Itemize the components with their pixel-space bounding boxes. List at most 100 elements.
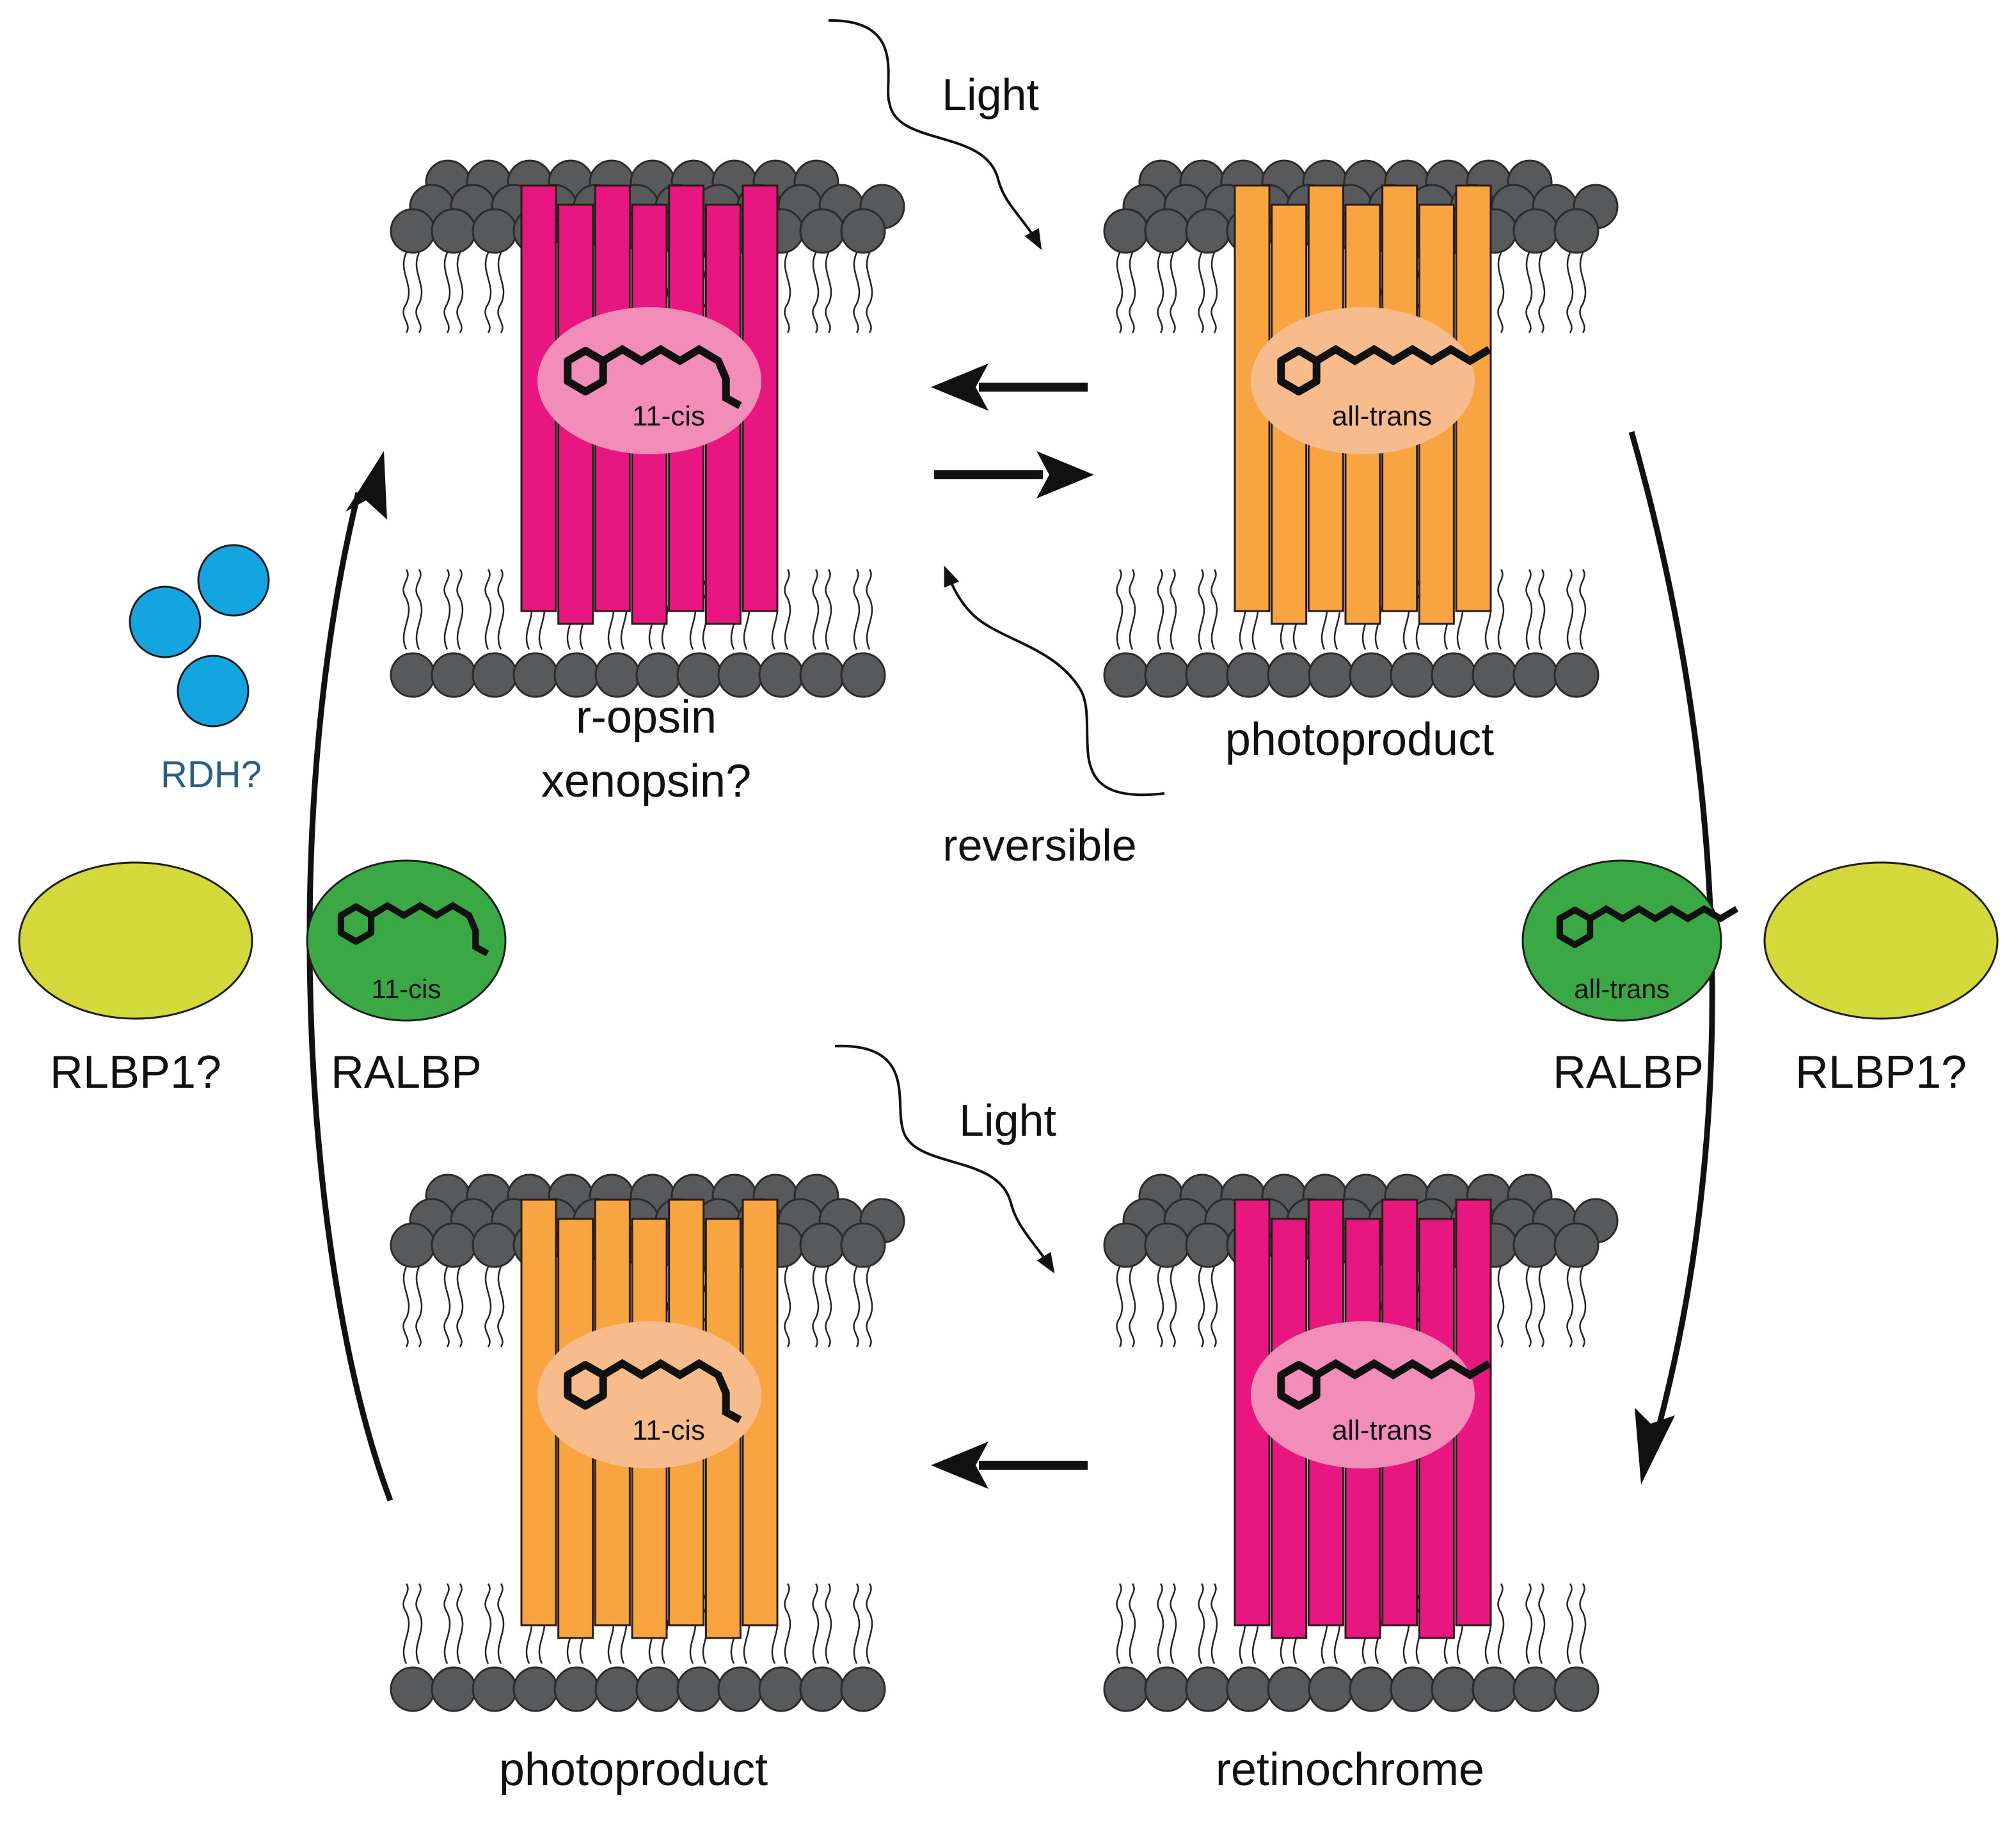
retinochrome-label: retinochrome: [1216, 1744, 1484, 1795]
phospholipid-icon: [840, 208, 886, 254]
arrow-photoproduct-to-ropsin: [931, 363, 1088, 411]
phospholipid-icon: [676, 1666, 722, 1712]
phospholipid-icon: [1472, 1666, 1518, 1712]
rlbp1-right: RLBP1?: [1763, 861, 1999, 1098]
phospholipid-icon: [1103, 208, 1149, 254]
light-label-top: Light: [942, 70, 1039, 120]
lower-leaflet: [1103, 1666, 1599, 1712]
light-arrow-bottom: [834, 1044, 1055, 1274]
r-opsin-membrane-unit: 11-cis: [390, 159, 905, 698]
retinal-molecule-icon: [337, 902, 489, 957]
ralbp-right-retinal-label: all-trans: [1574, 974, 1669, 1004]
phospholipid-icon: [676, 652, 722, 698]
phospholipid-icon: [1185, 1222, 1231, 1268]
phospholipid-icon: [1144, 1222, 1190, 1268]
retinal-molecule-icon: [1556, 905, 1739, 948]
phospholipid-icon: [512, 652, 559, 698]
phospholipid-icon: [1431, 1666, 1477, 1712]
phospholipid-icon: [472, 1666, 518, 1712]
retinal-molecule-icon: [1556, 905, 1739, 948]
phospholipid-icon: [1267, 1666, 1313, 1712]
retinochrome-membrane-unit: all-trans: [1103, 1173, 1619, 1712]
phospholipid-icon: [472, 1222, 518, 1268]
phospholipid-icon: [758, 1666, 804, 1712]
retinal-isomer-label: all-trans: [1332, 401, 1433, 432]
phospholipid-icon: [1308, 1666, 1354, 1712]
phospholipid-icon: [1185, 208, 1231, 254]
phospholipid-icon: [1103, 1666, 1149, 1712]
phospholipid-icon: [553, 652, 599, 698]
phospholipid-icon: [799, 1222, 845, 1268]
rdh-circle: [177, 655, 250, 728]
lower-leaflet: [390, 652, 886, 698]
phospholipid-icon: [1185, 1666, 1231, 1712]
transmembrane-protein: 11-cis: [520, 184, 779, 625]
phospholipid-icon: [594, 652, 640, 698]
phospholipid-icon: [1144, 652, 1190, 698]
rdh-circle: [129, 585, 202, 658]
light-arrow-top: [828, 19, 1042, 250]
retinal-molecule-icon: [564, 345, 742, 410]
phospholipid-icon: [1349, 1666, 1395, 1712]
retinal-isomer-label: all-trans: [1332, 1415, 1433, 1446]
photoproduct-bottom-membrane-unit: 11-cis: [390, 1173, 905, 1712]
phospholipid-icon: [472, 652, 518, 698]
phospholipid-icon: [1553, 1666, 1599, 1712]
phospholipid-icon: [840, 652, 886, 698]
phospholipid-icon: [390, 1222, 436, 1268]
reversible-label: reversible: [942, 820, 1136, 870]
phospholipid-icon: [635, 652, 681, 698]
rlbp1-ellipse: [18, 861, 253, 1020]
phospholipid-icon: [1512, 208, 1559, 254]
arrow-retinochrome-to-photoproduct: [931, 1442, 1088, 1489]
arrow-ropsin-to-photoproduct: [934, 451, 1094, 498]
retinal-molecule-icon: [1277, 1359, 1491, 1410]
phospholipid-icon: [1103, 1222, 1149, 1268]
phospholipid-icon: [840, 1222, 886, 1268]
retinal-isomer-label: 11-cis: [632, 401, 705, 432]
phospholipid-icon: [472, 208, 518, 254]
ralbp-left-label: RALBP: [331, 1047, 482, 1098]
r-opsin-label: r-opsin: [576, 692, 717, 743]
phospholipid-icon: [594, 1666, 640, 1712]
lower-leaflet: [1103, 652, 1599, 698]
ralbp-ellipse: [306, 859, 507, 1022]
rdh-circle: [197, 544, 270, 617]
retinal-molecule-icon: [564, 1359, 742, 1424]
ralbp-right: all-trans RALBP: [1521, 859, 1739, 1098]
transmembrane-protein: 11-cis: [520, 1198, 779, 1639]
phospholipid-icon: [1144, 208, 1190, 254]
phospholipid-icon: [1431, 652, 1477, 698]
transmembrane-protein: all-trans: [1234, 184, 1492, 625]
phospholipid-icon: [390, 1666, 436, 1712]
phospholipid-icon: [717, 1666, 763, 1712]
reversible-arrow: [944, 566, 1165, 796]
phospholipid-icon: [1390, 1666, 1436, 1712]
rlbp1-ellipse: [1763, 861, 1999, 1020]
phospholipid-icon: [390, 652, 436, 698]
phospholipid-icon: [1185, 652, 1231, 698]
phospholipid-icon: [1553, 652, 1599, 698]
retinal-molecule-icon: [337, 902, 489, 957]
cycle-arrow-left: [306, 451, 393, 1502]
phospholipid-icon: [390, 208, 436, 254]
photoproduct-bottom-label: photoproduct: [499, 1744, 768, 1795]
phospholipid-icon: [1267, 652, 1313, 698]
phospholipid-icon: [1226, 1666, 1272, 1712]
ralbp-left-retinal-label: 11-cis: [372, 974, 441, 1004]
phospholipid-icon: [799, 1666, 845, 1712]
reaction-arrows: [931, 363, 1094, 1489]
phospholipid-icon: [431, 1222, 477, 1268]
phospholipid-icon: [799, 208, 845, 254]
phospholipid-icon: [635, 1666, 681, 1712]
retinal-isomer-label: 11-cis: [632, 1415, 705, 1446]
phospholipid-icon: [1390, 652, 1436, 698]
ralbp-left: 11-cis RALBP: [306, 859, 507, 1098]
phospholipid-icon: [1553, 1222, 1599, 1268]
retinal-binding-pocket: [537, 1321, 761, 1468]
phospholipid-icon: [431, 208, 477, 254]
ralbp-right-label: RALBP: [1553, 1047, 1704, 1098]
phospholipid-icon: [840, 1666, 886, 1712]
phospholipid-icon: [1226, 652, 1272, 698]
